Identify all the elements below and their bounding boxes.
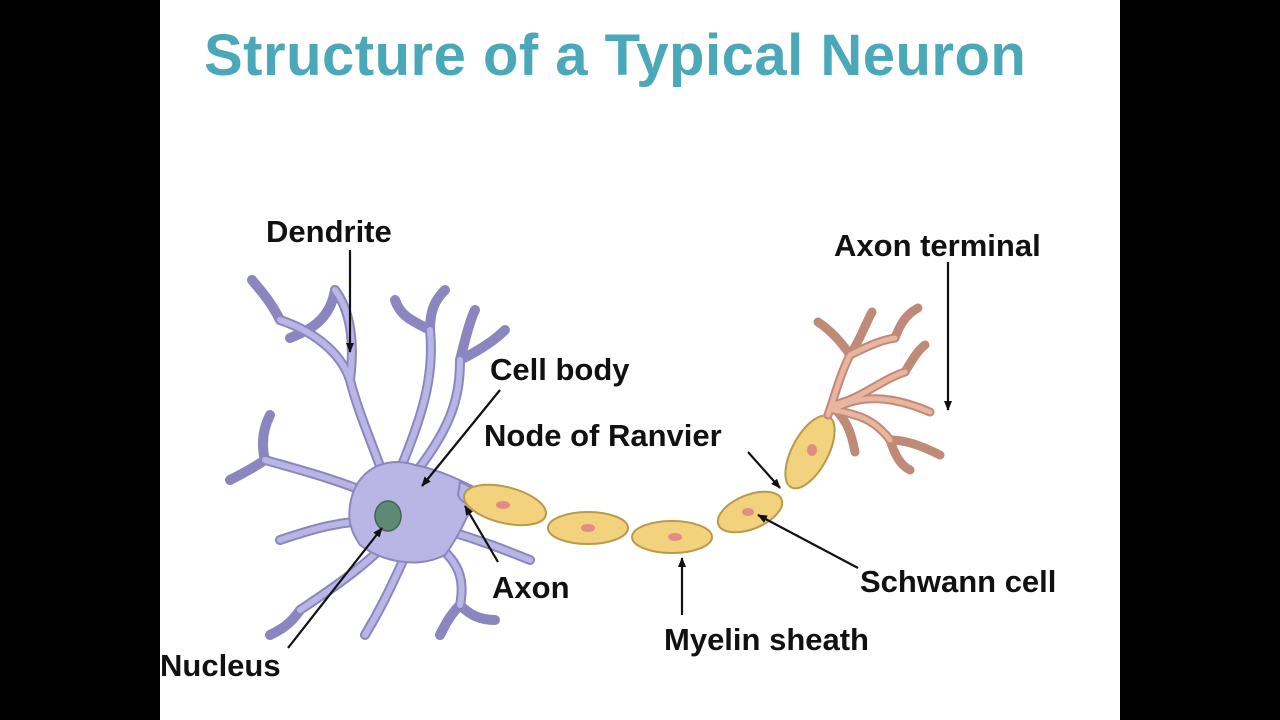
label-myelin-sheath: Myelin sheath bbox=[664, 622, 869, 657]
label-axon: Axon bbox=[492, 570, 570, 605]
label-schwann-cell: Schwann cell bbox=[860, 564, 1056, 599]
cell-body bbox=[348, 460, 482, 564]
axon-leader bbox=[464, 505, 499, 563]
label-nucleus: Nucleus bbox=[160, 648, 281, 683]
label-node-of-ranvier: Node of Ranvier bbox=[484, 418, 722, 453]
label-dendrite: Dendrite bbox=[266, 214, 392, 249]
label-cell-body: Cell body bbox=[490, 352, 630, 387]
schwann-cell-leader bbox=[757, 514, 859, 569]
cell-body-leader bbox=[421, 389, 501, 487]
schwann-cell-nuclei bbox=[496, 444, 817, 541]
nucleus bbox=[374, 500, 402, 532]
nucleus-leader bbox=[287, 527, 383, 649]
node-of-ranvier-leader bbox=[747, 451, 781, 489]
slide-title: Structure of a Typical Neuron bbox=[204, 23, 1027, 88]
label-axon-terminal: Axon terminal bbox=[834, 228, 1041, 263]
neuron-diagram: Dendrite Cell body Node of Ranvier Axon … bbox=[160, 214, 1056, 683]
slide-canvas: Structure of a Typical Neuron bbox=[160, 0, 1120, 720]
